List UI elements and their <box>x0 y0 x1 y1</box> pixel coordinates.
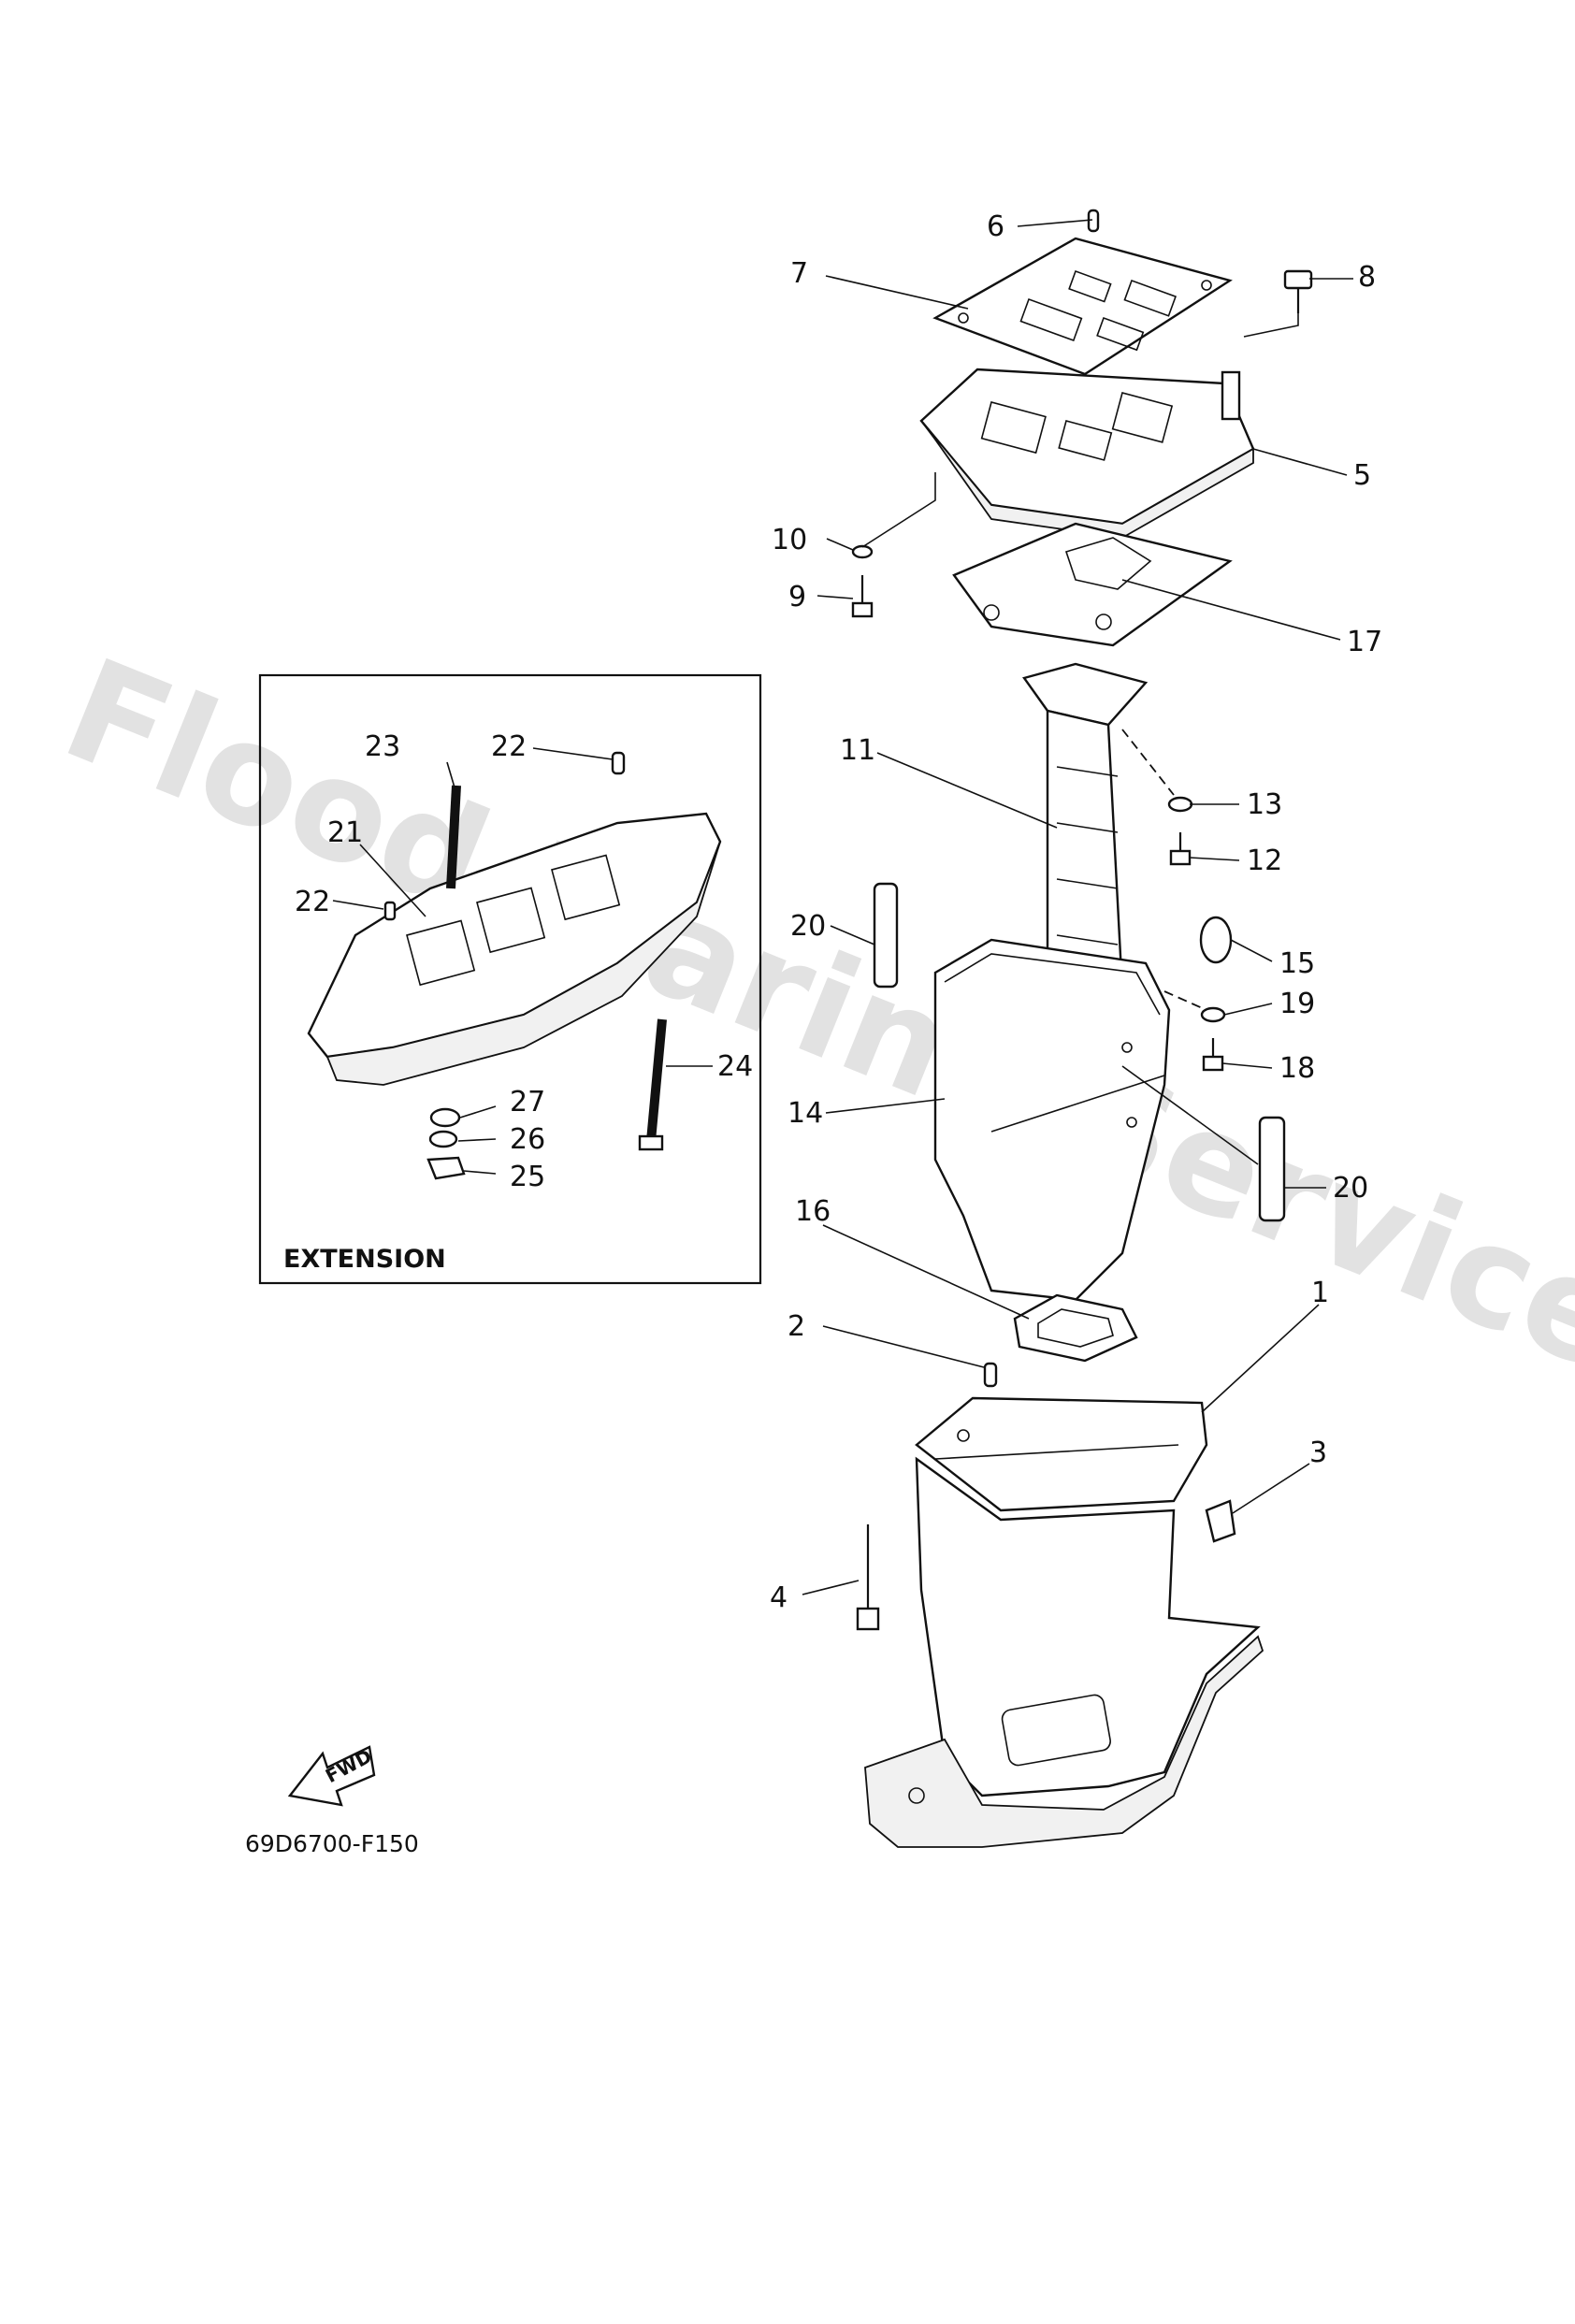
bolt-4 <box>856 1524 880 1631</box>
watermark-text: Flood Marine Services <box>44 628 1575 1434</box>
callout-22-top: 22 <box>491 730 527 763</box>
callout-7: 7 <box>790 257 808 290</box>
mount-20-right <box>1258 1116 1286 1222</box>
callout-4: 4 <box>770 1581 788 1614</box>
callout-27: 27 <box>510 1086 545 1119</box>
lock-washer-26 <box>428 1130 458 1148</box>
callout-2: 2 <box>788 1310 805 1343</box>
bolt-8 <box>1283 269 1313 313</box>
callouts: 6 7 8 5 10 9 17 11 13 12 20 15 19 18 14 … <box>295 210 1382 1614</box>
dowel-pin-2 <box>983 1362 998 1388</box>
nut-25 <box>426 1156 466 1180</box>
callout-15: 15 <box>1279 947 1315 980</box>
dowel-22-top <box>611 751 626 775</box>
seal-15 <box>1199 916 1233 964</box>
gasket-7 <box>932 237 1233 376</box>
callout-16: 16 <box>795 1195 831 1228</box>
callout-25: 25 <box>510 1161 545 1193</box>
callout-13: 13 <box>1247 788 1282 821</box>
callout-1: 1 <box>1311 1277 1329 1309</box>
callout-23: 23 <box>365 730 400 763</box>
callout-5: 5 <box>1353 459 1371 492</box>
extension-inset-box <box>258 673 762 1285</box>
figure-code: 69D6700-F150 <box>245 1830 419 1857</box>
callout-8: 8 <box>1358 261 1376 294</box>
fwd-arrow-icon: FWD <box>287 1744 375 1807</box>
callout-6: 6 <box>987 210 1004 243</box>
callout-17: 17 <box>1347 626 1382 658</box>
grommet-3 <box>1205 1499 1236 1543</box>
leader-lines <box>332 219 1353 1595</box>
gasket-17 <box>952 522 1233 647</box>
callout-14: 14 <box>788 1097 823 1130</box>
bolt-18 <box>1202 1038 1224 1072</box>
washer-27 <box>429 1107 461 1128</box>
callout-3: 3 <box>1309 1436 1327 1469</box>
bolt-9 <box>851 575 874 618</box>
exhaust-manifold-11 <box>1022 662 1149 993</box>
callout-12: 12 <box>1247 844 1282 877</box>
mount-20-left <box>873 882 899 989</box>
callout-10: 10 <box>772 524 807 556</box>
muffler-14 <box>933 938 1171 1302</box>
dowel-22-left <box>383 901 397 921</box>
callout-20-left: 20 <box>790 910 826 943</box>
washer-10 <box>851 544 874 559</box>
callout-24: 24 <box>717 1050 753 1083</box>
callout-19: 19 <box>1279 988 1315 1020</box>
stud-23 <box>446 785 461 889</box>
upper-casing-1 <box>864 1396 1264 1848</box>
washer-13 <box>1167 796 1193 813</box>
exhaust-guide-5 <box>919 368 1255 539</box>
callout-18: 18 <box>1279 1052 1315 1085</box>
gasket-16 <box>1013 1293 1138 1363</box>
callout-22-left: 22 <box>295 886 330 918</box>
callout-11: 11 <box>840 734 875 767</box>
bolt-12 <box>1169 832 1192 866</box>
dashed-guide-13 <box>1121 729 1175 796</box>
extension-label: EXTENSION <box>283 1245 446 1274</box>
bolt-24 <box>638 1018 667 1151</box>
callout-26: 26 <box>510 1123 545 1156</box>
callout-9: 9 <box>788 581 806 613</box>
callout-20-right: 20 <box>1333 1172 1368 1205</box>
dashed-guide-19 <box>1163 990 1207 1011</box>
callout-21: 21 <box>327 816 363 849</box>
extension-21 <box>307 812 722 1086</box>
